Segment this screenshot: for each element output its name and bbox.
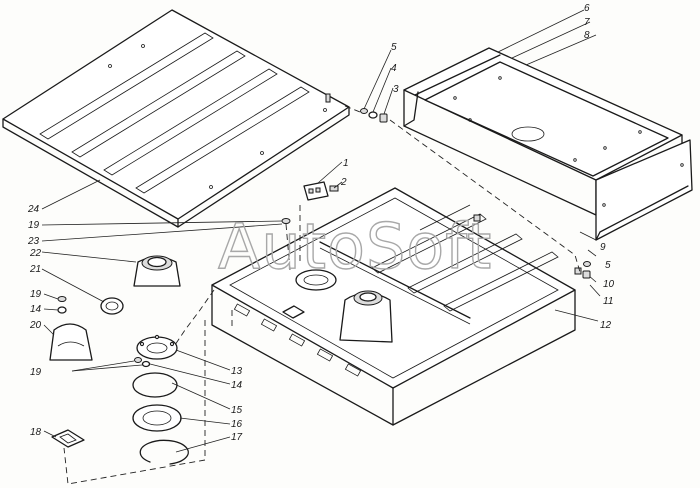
lid-panel-24 (2, 9, 350, 228)
assembly-lines (63, 105, 581, 485)
callout-1-2: 2 (340, 177, 347, 188)
callout-14-left: 14 (30, 304, 42, 315)
callout-12: 12 (600, 320, 612, 331)
fastener-stack-3-4-5 (360, 108, 388, 123)
callout-10: 10 (603, 279, 615, 290)
fasteners-9-10-5 (582, 261, 591, 279)
clamp-ring-15 (132, 372, 178, 398)
main-tray-12 (211, 187, 582, 426)
callout-8: 8 (584, 30, 590, 41)
watermark: AutoSoft (218, 210, 492, 283)
flange-13 (136, 334, 178, 360)
leader-lines (41, 9, 601, 453)
callout-4: 4 (391, 63, 397, 74)
callout-9: 9 (600, 242, 606, 253)
callout-23: 23 (27, 236, 40, 247)
callout-16: 16 (231, 419, 243, 430)
callout-11: 11 (603, 296, 613, 307)
junction-box-2 (303, 181, 329, 201)
callout-3: 3 (393, 84, 399, 95)
housing-22 (133, 255, 181, 287)
callout-20: 20 (29, 320, 42, 331)
callout-24: 24 (27, 204, 40, 215)
gasket-16 (132, 404, 182, 432)
callout-19-top: 19 (28, 220, 40, 231)
bracket-assembly-6-7-8 (403, 47, 693, 241)
callout-15: 15 (231, 405, 243, 416)
washers-19-14 (57, 218, 291, 368)
callout-18: 18 (30, 427, 42, 438)
callout-labels: 1 2 3 4 5 5 6 7 8 9 10 11 12 13 14 14 15… (27, 3, 615, 443)
clamp-ring-17 (139, 439, 189, 465)
callout-17: 17 (231, 432, 243, 443)
saddle-20 (49, 323, 93, 361)
callout-5-top: 5 (391, 42, 397, 53)
fastener-1 (329, 185, 339, 192)
callout-7: 7 (584, 17, 590, 28)
callout-6: 6 (584, 3, 590, 14)
callout-21: 21 (29, 264, 41, 275)
callout-1: 1 (343, 158, 349, 169)
ring-21 (100, 297, 124, 315)
plate-18 (51, 429, 85, 448)
callout-13: 13 (231, 366, 243, 377)
callout-5-right: 5 (605, 260, 611, 271)
callout-19-mid: 19 (30, 289, 42, 300)
callout-19-bottom: 19 (30, 367, 42, 378)
callout-14-right: 14 (231, 380, 243, 391)
callout-22: 22 (29, 248, 42, 259)
